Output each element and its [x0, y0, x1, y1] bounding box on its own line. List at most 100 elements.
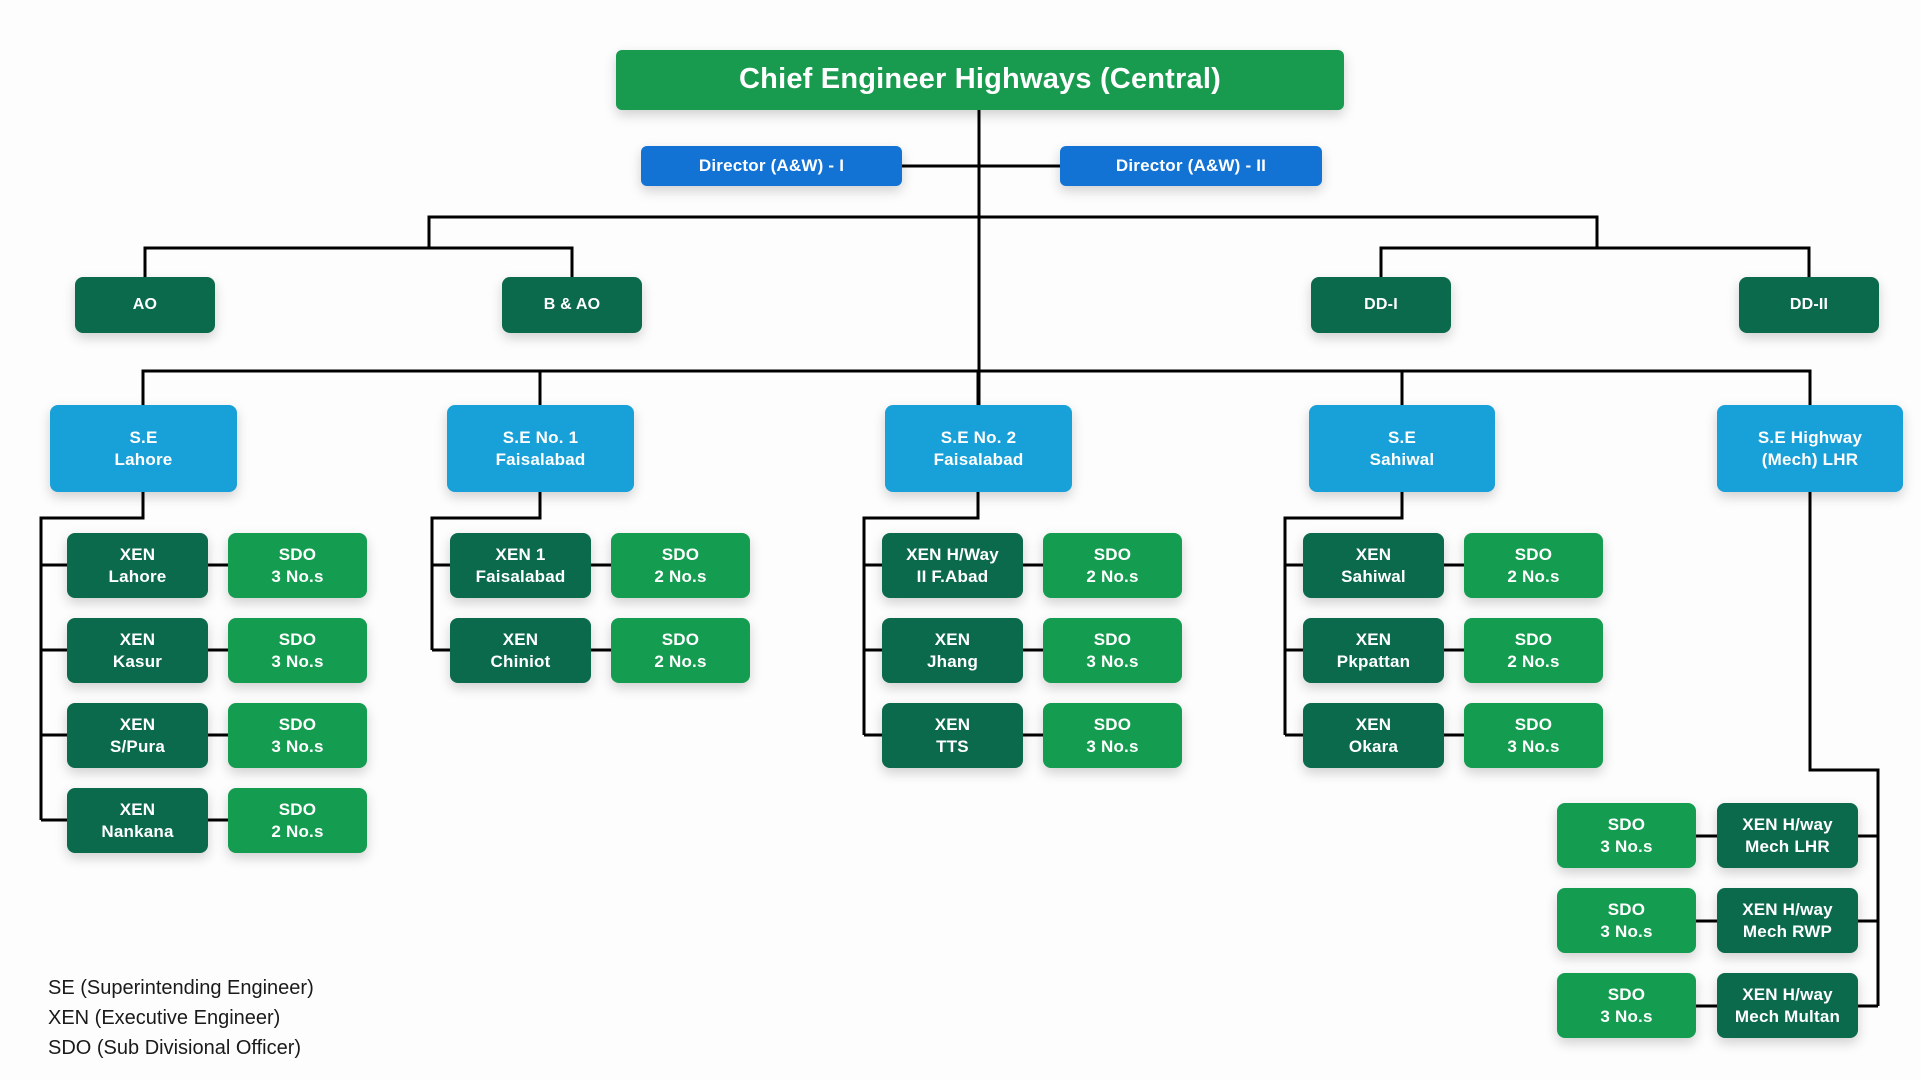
label-line1: XEN	[1355, 629, 1392, 649]
node-se-highway-mech-lhr: S.E Highway (Mech) LHR	[1717, 405, 1903, 492]
legend-item-sdo: SDO (Sub Divisional Officer)	[48, 1037, 302, 1059]
label-line1: XEN	[119, 544, 156, 564]
label-line2: 3 No.s	[1086, 736, 1139, 756]
node-dd-1: DD-I	[1311, 277, 1451, 333]
node-sdo-mech-rwp: SDO 3 No.s	[1557, 888, 1696, 953]
label-line1: SDO	[1093, 629, 1132, 649]
node-dd-2: DD-II	[1739, 277, 1879, 333]
node-xen-hway-mech-lhr: XEN H/way Mech LHR	[1717, 803, 1858, 868]
node-sdo-hway-ii-fabad: SDO 2 No.s	[1043, 533, 1182, 598]
node-se-no2-faisalabad: S.E No. 2 Faisalabad	[885, 405, 1072, 492]
label-line2: 3 No.s	[1600, 921, 1653, 941]
node-director-aw-1: Director (A&W) - I	[641, 146, 902, 186]
label-line2: 2 No.s	[654, 566, 707, 586]
label-line1: XEN	[119, 629, 156, 649]
node-sdo-okara: SDO 3 No.s	[1464, 703, 1603, 768]
label-line1: SDO	[1514, 544, 1553, 564]
label-line1: XEN	[934, 629, 971, 649]
node-ao: AO	[75, 277, 215, 333]
node-xen-pkpattan: XEN Pkpattan	[1303, 618, 1444, 683]
node-sdo-mech-lhr: SDO 3 No.s	[1557, 803, 1696, 868]
label-line2: Sahiwal	[1369, 449, 1435, 469]
label-line1: XEN H/Way	[906, 544, 999, 564]
label-line1: XEN	[119, 799, 156, 819]
label-line2: 3 No.s	[1600, 1006, 1653, 1026]
node-se-no1-faisalabad: S.E No. 1 Faisalabad	[447, 405, 634, 492]
node-sdo-nankana: SDO 2 No.s	[228, 788, 367, 853]
label-line1: SDO	[278, 629, 317, 649]
label-line2: Lahore	[114, 449, 173, 469]
label-line2: Faisalabad	[933, 449, 1024, 469]
label-line2: Faisalabad	[495, 449, 586, 469]
legend-item-xen: XEN (Executive Engineer)	[48, 1007, 281, 1029]
label-line2: 3 No.s	[271, 736, 324, 756]
node-xen-chiniot: XEN Chiniot	[450, 618, 591, 683]
label-line1: XEN H/way	[1742, 984, 1833, 1004]
node-xen-okara: XEN Okara	[1303, 703, 1444, 768]
label-line1: XEN	[934, 714, 971, 734]
node-sdo-lahore: SDO 3 No.s	[228, 533, 367, 598]
label-line2: 2 No.s	[654, 651, 707, 671]
label-line1: S.E	[1387, 427, 1416, 447]
label-line2: 2 No.s	[271, 821, 324, 841]
label-line2: 3 No.s	[1600, 836, 1653, 856]
label-line1: XEN	[502, 629, 539, 649]
label-line2: 2 No.s	[1507, 651, 1560, 671]
label-line2: Pkpattan	[1336, 651, 1411, 671]
label-line2: Nankana	[101, 821, 174, 841]
label-line2: Mech Multan	[1734, 1006, 1841, 1026]
label-line1: SDO	[661, 544, 700, 564]
label-line1: XEN	[1355, 544, 1392, 564]
label-line2: TTS	[936, 736, 969, 756]
label-line2: 2 No.s	[1086, 566, 1139, 586]
label-line1: SDO	[278, 799, 317, 819]
node-se-sahiwal: S.E Sahiwal	[1309, 405, 1495, 492]
label-line1: SDO	[1514, 714, 1553, 734]
label-line2: Kasur	[112, 651, 163, 671]
label-line2: Okara	[1348, 736, 1399, 756]
node-xen-jhang: XEN Jhang	[882, 618, 1023, 683]
legend: SE (Superintending Engineer) XEN (Execut…	[48, 973, 314, 1063]
node-xen-1-faisalabad: XEN 1 Faisalabad	[450, 533, 591, 598]
label-line1: S.E No. 2	[940, 427, 1017, 447]
node-sdo-sahiwal: SDO 2 No.s	[1464, 533, 1603, 598]
node-chief-engineer: Chief Engineer Highways (Central)	[616, 50, 1344, 110]
label-line2: 3 No.s	[271, 651, 324, 671]
label-line2: 3 No.s	[1507, 736, 1560, 756]
label-line1: XEN	[1355, 714, 1392, 734]
node-director-aw-2: Director (A&W) - II	[1060, 146, 1322, 186]
label-line2: 3 No.s	[271, 566, 324, 586]
node-b-and-ao: B & AO	[502, 277, 642, 333]
label-line1: SDO	[1607, 814, 1646, 834]
node-sdo-pkpattan: SDO 2 No.s	[1464, 618, 1603, 683]
label-line2: Mech LHR	[1745, 836, 1830, 856]
label-line1: SDO	[1093, 544, 1132, 564]
label-line1: SDO	[661, 629, 700, 649]
label-line1: XEN H/way	[1742, 814, 1833, 834]
node-xen-hway-mech-rwp: XEN H/way Mech RWP	[1717, 888, 1858, 953]
label-line1: SDO	[1514, 629, 1553, 649]
node-sdo-kasur: SDO 3 No.s	[228, 618, 367, 683]
label-line2: Lahore	[108, 566, 167, 586]
label-line1: XEN	[119, 714, 156, 734]
label-line2: (Mech) LHR	[1761, 449, 1859, 469]
label-line1: SDO	[278, 714, 317, 734]
label-line2: Chiniot	[490, 651, 551, 671]
label-line1: SDO	[1607, 899, 1646, 919]
node-sdo-tts: SDO 3 No.s	[1043, 703, 1182, 768]
label-line2: 3 No.s	[1086, 651, 1139, 671]
label-line1: XEN 1	[495, 544, 546, 564]
node-xen-spura: XEN S/Pura	[67, 703, 208, 768]
label-line1: S.E No. 1	[502, 427, 579, 447]
legend-item-se: SE (Superintending Engineer)	[48, 977, 314, 999]
node-se-lahore: S.E Lahore	[50, 405, 237, 492]
label-line2: S/Pura	[109, 736, 166, 756]
label-line2: II F.Abad	[916, 566, 989, 586]
node-sdo-spura: SDO 3 No.s	[228, 703, 367, 768]
label-line2: Jhang	[926, 651, 979, 671]
label-line2: 2 No.s	[1507, 566, 1560, 586]
label-line1: SDO	[1093, 714, 1132, 734]
node-xen-lahore: XEN Lahore	[67, 533, 208, 598]
